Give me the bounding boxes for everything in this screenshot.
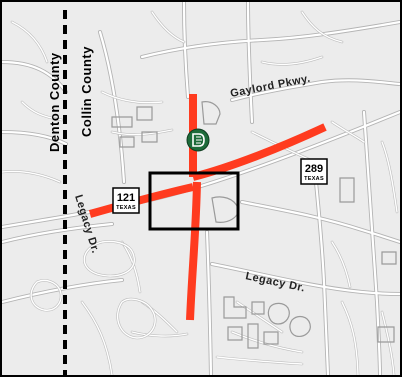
route-shield-121: 121 TEXAS: [112, 187, 140, 214]
county-label-east: Collin County: [79, 46, 94, 137]
highway-segment-west: [88, 183, 194, 218]
shield-number: 121: [117, 192, 135, 204]
shield-state: TEXAS: [116, 205, 136, 211]
street-label-legacy-east: Legacy Dr.: [244, 270, 306, 294]
shield-state: TEXAS: [304, 176, 324, 182]
road-network: [2, 2, 400, 375]
library-book-icon[interactable]: [186, 128, 210, 152]
map-canvas: Denton County Collin County Gaylord Pkwy…: [2, 2, 400, 375]
county-label-west: Denton County: [47, 52, 62, 152]
route-shield-289: 289 TEXAS: [300, 158, 328, 185]
highway-segment-south: [186, 181, 201, 321]
street-label-gaylord: Gaylord Pkwy.: [229, 73, 311, 100]
shield-number: 289: [305, 163, 323, 175]
study-area-box: [148, 171, 240, 231]
